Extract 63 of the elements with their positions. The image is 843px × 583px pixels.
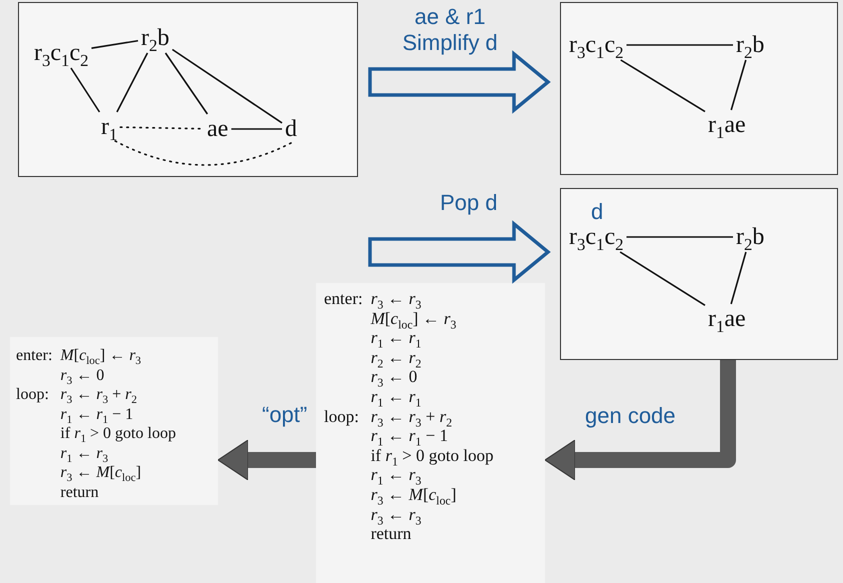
code-line: r$_{1}$ ← r$_{1}$ bbox=[370, 328, 422, 348]
code-label: loop: bbox=[16, 386, 50, 405]
graph-edge bbox=[91, 40, 138, 49]
graph-node-label: r$_{1}$ae bbox=[708, 113, 746, 137]
code-line: r$_{1}$ ← r$_{1}$ − 1 bbox=[370, 426, 448, 446]
code-line: r$_{1}$ ← r$_{1}$ bbox=[370, 386, 422, 407]
code-line: if r$_{1}$ > 0 goto loop bbox=[60, 425, 176, 444]
graph-node-label: r$_{2}$b bbox=[736, 33, 764, 57]
code-line: r$_{1}$ ← r$_{3}$ bbox=[370, 465, 422, 485]
code-line: if r$_{1}$ > 0 goto loop bbox=[370, 446, 494, 466]
graph-edge bbox=[626, 44, 733, 46]
graph-edge bbox=[116, 52, 148, 112]
graph-node-label: r$_{3}$c$_{1}$c$_{2}$ bbox=[569, 33, 624, 57]
graph-node-label: r$_{2}$b bbox=[141, 26, 170, 50]
graph-edge bbox=[114, 140, 292, 166]
edge-label: ae & r1 Simplify d bbox=[401, 4, 499, 57]
graph-edge bbox=[172, 48, 282, 124]
graph-panel bbox=[560, 2, 838, 175]
edge-label: Pop d bbox=[440, 190, 498, 216]
code-line: return bbox=[60, 484, 99, 502]
graph-panel bbox=[560, 188, 838, 360]
code-line: r$_{3}$ ← M[c$_{loc}$] bbox=[60, 464, 142, 484]
block-arrow bbox=[544, 360, 736, 480]
code-line: M[c$_{loc}$] ← r$_{3}$ bbox=[370, 308, 456, 328]
code-line: r$_{3}$ ← r$_{3}$ + r$_{2}$ bbox=[370, 406, 452, 426]
graph-edge bbox=[730, 252, 747, 304]
code-line: r$_{3}$ ← r$_{3}$ bbox=[370, 289, 422, 309]
code-label: enter: bbox=[324, 289, 363, 309]
code-line: M[c$_{loc}$] ← r$_{3}$ bbox=[60, 347, 142, 366]
graph-edge bbox=[620, 251, 706, 306]
edge-label: gen code bbox=[585, 403, 676, 430]
graph-node-label: ae bbox=[207, 117, 228, 141]
graph-edge bbox=[626, 236, 733, 238]
graph-panel bbox=[18, 2, 358, 177]
code-label: loop: bbox=[324, 406, 360, 426]
code-line: return bbox=[370, 524, 412, 544]
graph-node-label: r$_{3}$c$_{1}$c$_{2}$ bbox=[34, 41, 88, 65]
graph-node-label: d bbox=[285, 117, 297, 141]
graph-node-label: r$_{2}$b bbox=[736, 225, 764, 249]
graph-node-label: r$_{1}$ bbox=[101, 115, 118, 139]
graph-edge bbox=[231, 128, 282, 130]
graph-node-label: r$_{3}$c$_{1}$c$_{2}$ bbox=[569, 225, 624, 249]
edge-label: “opt” bbox=[262, 402, 308, 428]
code-line: r$_{1}$ ← r$_{3}$ bbox=[60, 444, 108, 464]
graph-edge bbox=[620, 59, 706, 112]
code-label: enter: bbox=[16, 347, 52, 366]
code-line: r$_{2}$ ← r$_{2}$ bbox=[370, 348, 422, 368]
code-line: r$_{3}$ ← 0 bbox=[60, 366, 104, 386]
graph-edge bbox=[70, 68, 100, 112]
graph-edge bbox=[730, 60, 747, 110]
code-line: r$_{1}$ ← r$_{1}$ − 1 bbox=[60, 406, 134, 425]
code-listing bbox=[316, 283, 545, 583]
code-line: r$_{3}$ ← 0 bbox=[370, 367, 418, 387]
graph-node-label: r$_{1}$ae bbox=[708, 307, 746, 331]
block-arrow bbox=[368, 220, 551, 284]
code-line: r$_{3}$ ← M[c$_{loc}$] bbox=[370, 484, 456, 505]
block-arrow bbox=[368, 50, 551, 114]
code-listing bbox=[10, 337, 218, 505]
graph-node-label: d bbox=[591, 201, 604, 223]
code-line: r$_{3}$ ← r$_{3}$ + r$_{2}$ bbox=[60, 386, 137, 406]
block-arrow bbox=[218, 440, 316, 480]
graph-edge bbox=[164, 52, 208, 114]
code-line: r$_{3}$ ← r$_{3}$ bbox=[370, 504, 422, 524]
